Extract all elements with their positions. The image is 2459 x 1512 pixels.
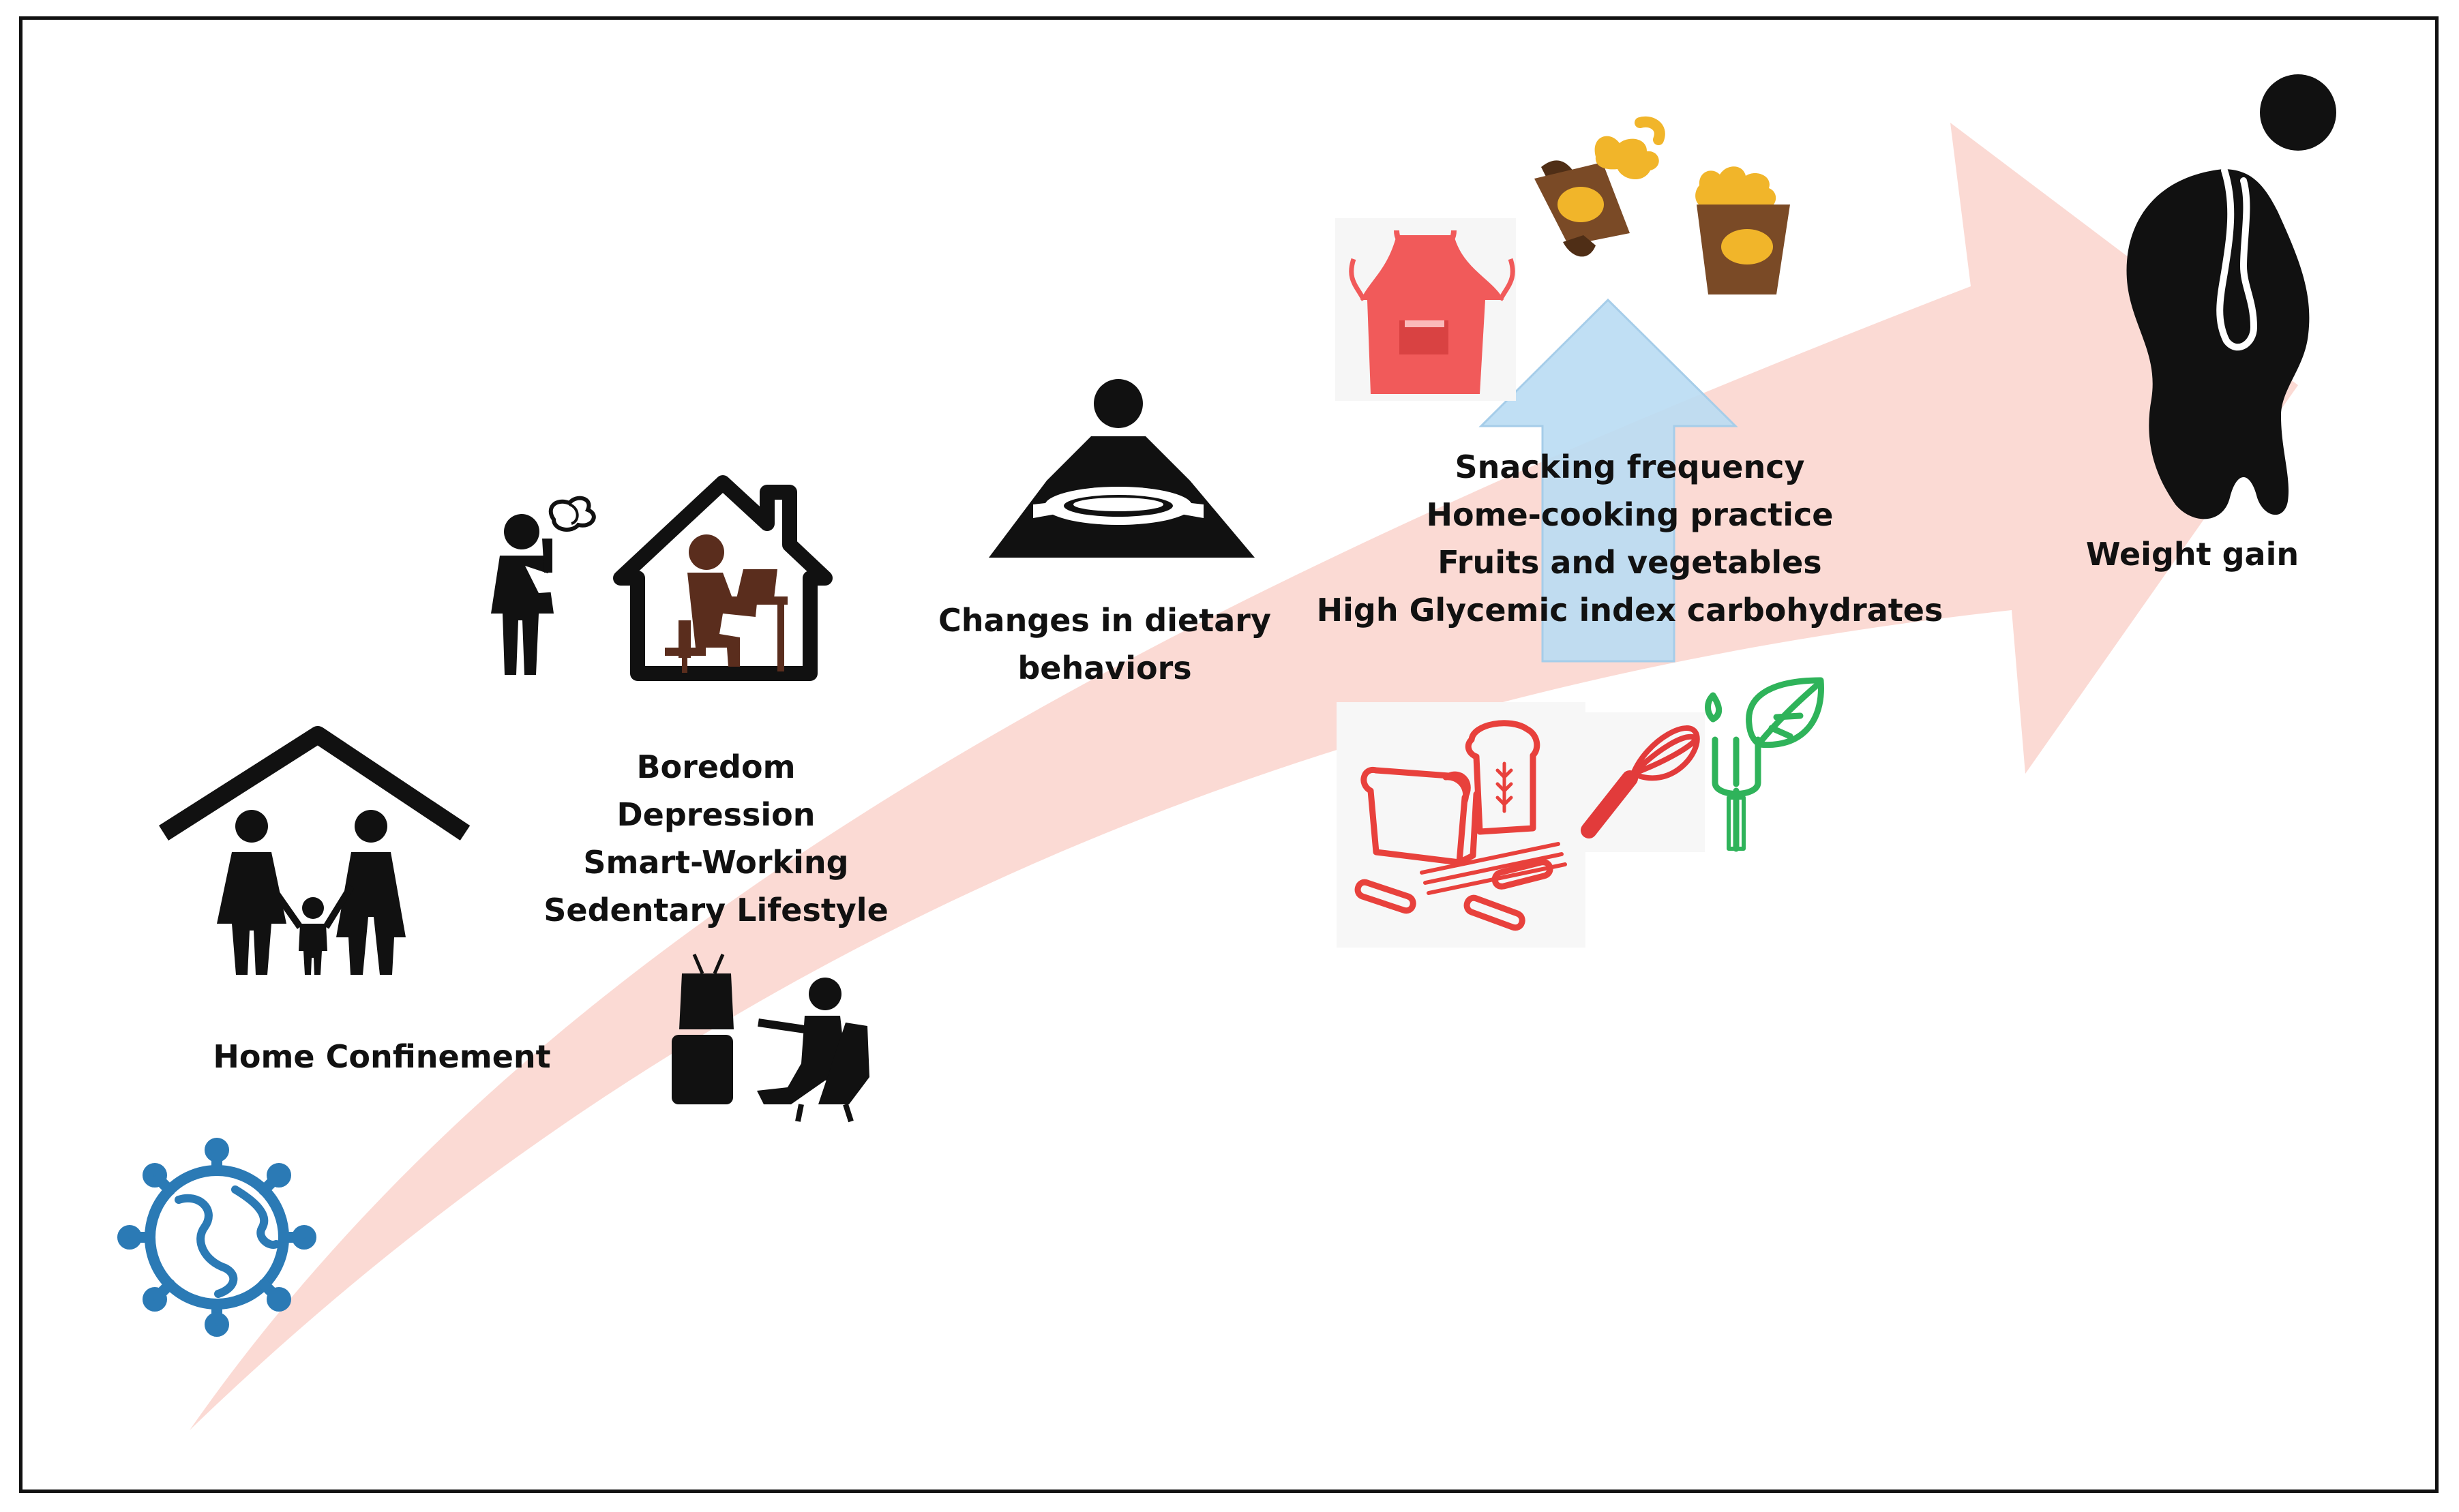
boredom-text: Boredom xyxy=(636,749,796,785)
increase-arrow xyxy=(1478,298,1738,663)
label-dietary-changes: Changes in dietary behaviors xyxy=(927,596,1282,692)
label-mental-factors: Boredom Depression Smart-Working Sedenta… xyxy=(525,743,907,934)
smart-working-text: Smart-Working xyxy=(583,844,849,881)
tv-watching-icon xyxy=(672,954,869,1123)
leaf-fork-icon xyxy=(1705,677,1824,852)
whisk-icon xyxy=(1568,712,1705,852)
home-cooking-practice-text: Home-cooking practice xyxy=(1426,496,1834,533)
sedentary-lifestyle-text: Sedentary Lifestyle xyxy=(543,892,889,928)
candy-icon xyxy=(1534,116,1665,257)
depression-text: Depression xyxy=(616,796,816,833)
virus-globe-icon xyxy=(117,1138,316,1337)
weight-gain-text: Weight gain xyxy=(2085,536,2299,573)
changes-in-dietary-text: Changes in dietary xyxy=(938,602,1271,639)
family-home-icon xyxy=(159,726,471,975)
bread-pasta-icon xyxy=(1337,702,1585,948)
label-dietary-factors: Snacking frequency Home-cooking practice… xyxy=(1309,443,1950,634)
high-gi-carbs-text: High Glycemic index carbohydrates xyxy=(1316,592,1943,629)
main-progression-arrow xyxy=(190,123,2298,1430)
home-confinement-text: Home Confinement xyxy=(213,1038,551,1075)
snacking-frequency-text: Snacking frequency xyxy=(1455,449,1805,485)
label-weight-gain: Weight gain xyxy=(2066,530,2319,578)
label-home-confinement: Home Confinement xyxy=(191,1033,573,1080)
fruits-vegetables-text: Fruits and vegetables xyxy=(1437,544,1822,581)
behaviors-text: behaviors xyxy=(1017,650,1192,686)
stressed-person-icon xyxy=(491,496,596,675)
popcorn-icon xyxy=(1695,166,1790,294)
apron-icon xyxy=(1335,218,1516,401)
home-office-icon xyxy=(613,475,833,681)
person-eating-icon xyxy=(989,379,1255,558)
obese-person-icon xyxy=(2126,74,2336,519)
